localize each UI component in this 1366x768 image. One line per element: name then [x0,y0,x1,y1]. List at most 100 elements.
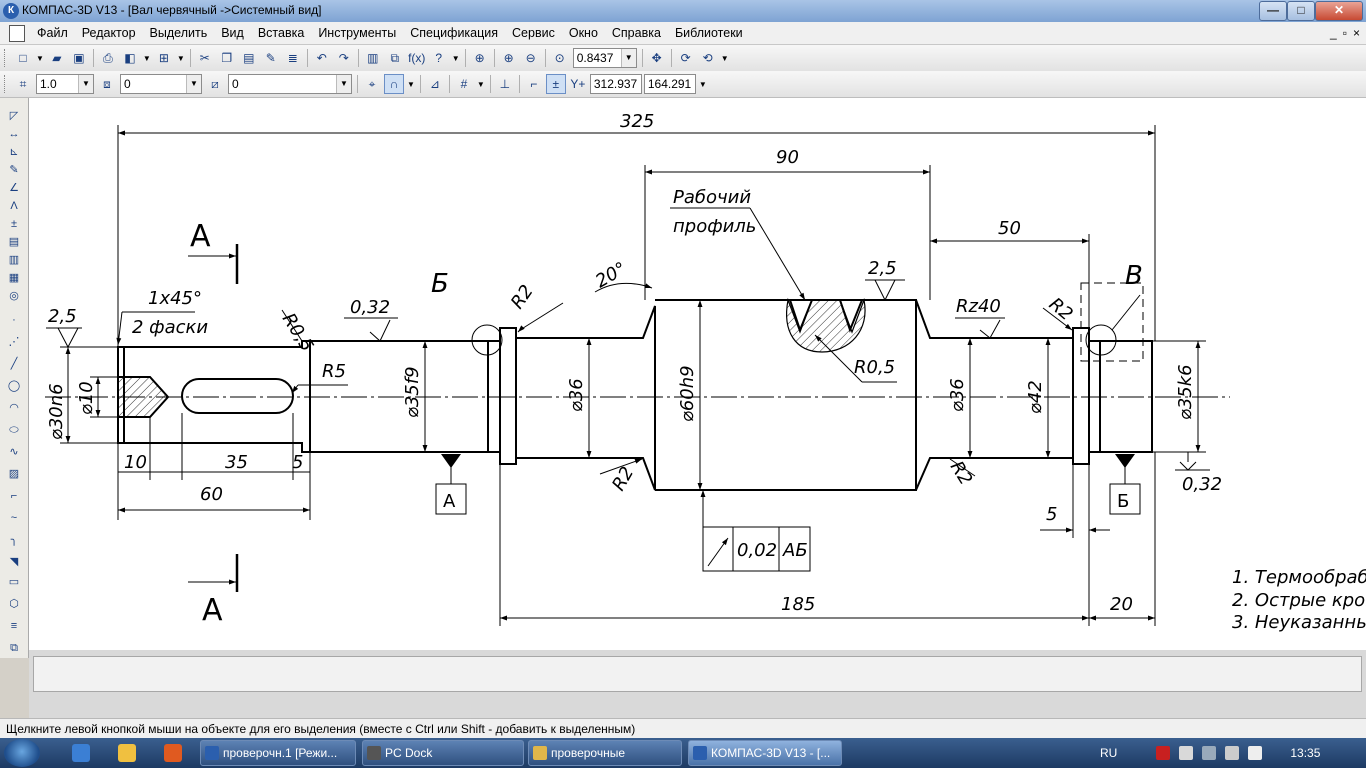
zoom-combo[interactable]: 0.8437▼ [572,48,637,68]
step-combo[interactable]: 1.0▼ [36,74,94,94]
internet-explorer-icon[interactable] [72,744,90,762]
manager-icon[interactable]: ⊞ [158,51,169,65]
variables-icon[interactable]: ⧉ [390,50,400,65]
taskbar-item-folder[interactable]: проверочные [528,740,682,766]
start-button[interactable] [4,739,40,767]
fillet-icon[interactable]: ╮ [10,534,18,546]
quick-launch-app-icon[interactable] [164,744,182,762]
antivirus-icon[interactable] [1156,746,1171,760]
zoom-scale-icon[interactable]: ⊙ [554,51,565,65]
hatch-icon[interactable]: ▨ [8,468,20,480]
kompas-app-icon[interactable]: К [3,3,19,19]
symbols-tools-icon[interactable]: ⊾ [9,146,19,158]
tree-icon[interactable]: ▥ [367,51,379,65]
ortho-mode-icon[interactable]: ⌐ [530,77,538,91]
polyline-icon[interactable]: ⌐ [10,490,18,502]
help-cursor-icon[interactable]: ? [435,51,443,65]
property-panel[interactable] [33,656,1362,692]
snap-magnet-icon[interactable]: ∩ [384,74,404,94]
view-state-icon[interactable]: ⧄ [211,76,219,91]
fragments-icon[interactable]: ◎ [9,290,19,302]
format-brush-icon[interactable]: ✎ [265,51,276,65]
new-dropdown-icon[interactable]: ▼ [36,53,44,63]
ellipse-icon[interactable]: ⬭ [9,424,19,436]
arc-icon[interactable]: ◠ [9,402,19,414]
grid-icon[interactable]: # [460,77,468,91]
zoom-dropdown-icon[interactable]: ▼ [620,49,636,67]
flag-icon[interactable] [1179,746,1194,760]
local-cs-icon[interactable]: ⊥ [499,77,511,91]
network-icon[interactable] [1202,746,1217,760]
chamfer-icon[interactable]: ◥ [9,556,19,568]
insert-icon[interactable]: ▦ [8,272,20,284]
menu-window[interactable]: Окно [568,26,598,40]
collection-icon[interactable]: ⧉ [10,642,18,654]
x-coordinate-field[interactable]: 312.937 [589,74,642,94]
menu-select[interactable]: Выделить [149,26,208,40]
reports-icon[interactable]: ▥ [8,254,20,266]
new-document-icon[interactable]: □ [19,51,27,65]
menu-file[interactable]: Файл [37,26,68,40]
select-tools-icon[interactable]: ± [10,218,18,230]
menu-editor[interactable]: Редактор [81,26,136,40]
doc-minimize-button[interactable]: _ [1330,26,1337,40]
zoom-out-icon[interactable]: ⊖ [525,51,536,65]
language-indicator[interactable]: RU [1100,746,1118,760]
menu-libraries[interactable]: Библиотеки [674,26,743,40]
redo-icon[interactable]: ↷ [338,51,349,65]
zoom-window-icon[interactable]: ⊕ [474,51,485,65]
taskbar-item-pc-dock[interactable]: PC Dock [362,740,524,766]
rebuild-dropdown-icon[interactable]: ▼ [720,53,729,63]
fx-icon[interactable]: f(x) [408,51,426,65]
pan-icon[interactable]: ✥ [651,51,662,65]
snap-dropdown-icon[interactable]: ▼ [407,79,415,89]
print-preview-icon[interactable]: ◧ [124,51,136,65]
menu-service[interactable]: Сервис [512,26,555,40]
clock[interactable]: 13:35 [1290,746,1321,760]
round-mode-icon[interactable]: ± [545,74,566,94]
rectangle-icon[interactable]: ▭ [8,576,20,588]
undo-icon[interactable]: ↶ [316,51,327,65]
equidistant-icon[interactable]: ≡ [10,620,18,632]
minimize-button[interactable]: — [1259,1,1287,21]
dimensions-tools-icon[interactable]: ↔ [8,128,20,140]
measure-icon[interactable]: Λ [10,200,18,212]
y-coordinate-field[interactable]: 164.291 [643,74,696,94]
preview-dropdown-icon[interactable]: ▼ [142,53,151,63]
filter-icon[interactable]: ⌖ [368,76,376,91]
cut-icon[interactable]: ✂ [199,51,210,65]
geometry-tools-icon[interactable]: ◸ [9,110,19,122]
menu-insert[interactable]: Вставка [257,26,305,40]
coords-dropdown-icon[interactable]: ▼ [698,79,707,89]
polygon-icon[interactable]: ⬡ [9,598,19,610]
menu-view[interactable]: Вид [221,26,244,40]
layer-dropdown-icon[interactable]: ▼ [186,75,201,93]
step-dropdown-icon[interactable]: ▼ [78,75,93,93]
print-icon[interactable]: ⎙ [103,50,113,65]
properties-icon[interactable]: ≣ [287,51,298,65]
circle-icon[interactable]: ◯ [7,380,21,392]
refresh-view-icon[interactable]: ⟳ [680,51,691,65]
toolbar-grip[interactable] [4,49,8,67]
toolbar-grip[interactable] [4,75,8,93]
parametrization-icon[interactable]: ∠ [9,182,19,194]
taskbar-item-kompas[interactable]: КОМПАС-3D V13 - [... [688,740,842,766]
local-snap-icon[interactable]: ⊿ [429,77,440,91]
bezier-icon[interactable]: ~ [10,512,18,524]
layers-icon[interactable]: ⧈ [103,76,111,91]
spline-icon[interactable]: ∿ [9,446,19,458]
view-combo[interactable]: 0▼ [228,74,352,94]
rebuild-icon[interactable]: ⟲ [702,51,713,65]
document-icon[interactable] [9,25,25,42]
paste-icon[interactable]: ▤ [243,51,255,65]
menu-tools[interactable]: Инструменты [318,26,397,40]
taskbar-item-proverochn[interactable]: проверочн.1 [Режи... [200,740,356,766]
grid-dropdown-icon[interactable]: ▼ [476,79,485,89]
doc-close-button[interactable]: × [1352,26,1360,40]
edit-tools-icon[interactable]: ✎ [9,164,19,176]
menu-help[interactable]: Справка [611,26,661,40]
close-button[interactable]: ✕ [1315,1,1363,21]
layer-combo[interactable]: 0▼ [120,74,202,94]
aux-line-icon[interactable]: ⋰ [8,336,20,348]
segment-icon[interactable]: ╱ [10,358,18,370]
